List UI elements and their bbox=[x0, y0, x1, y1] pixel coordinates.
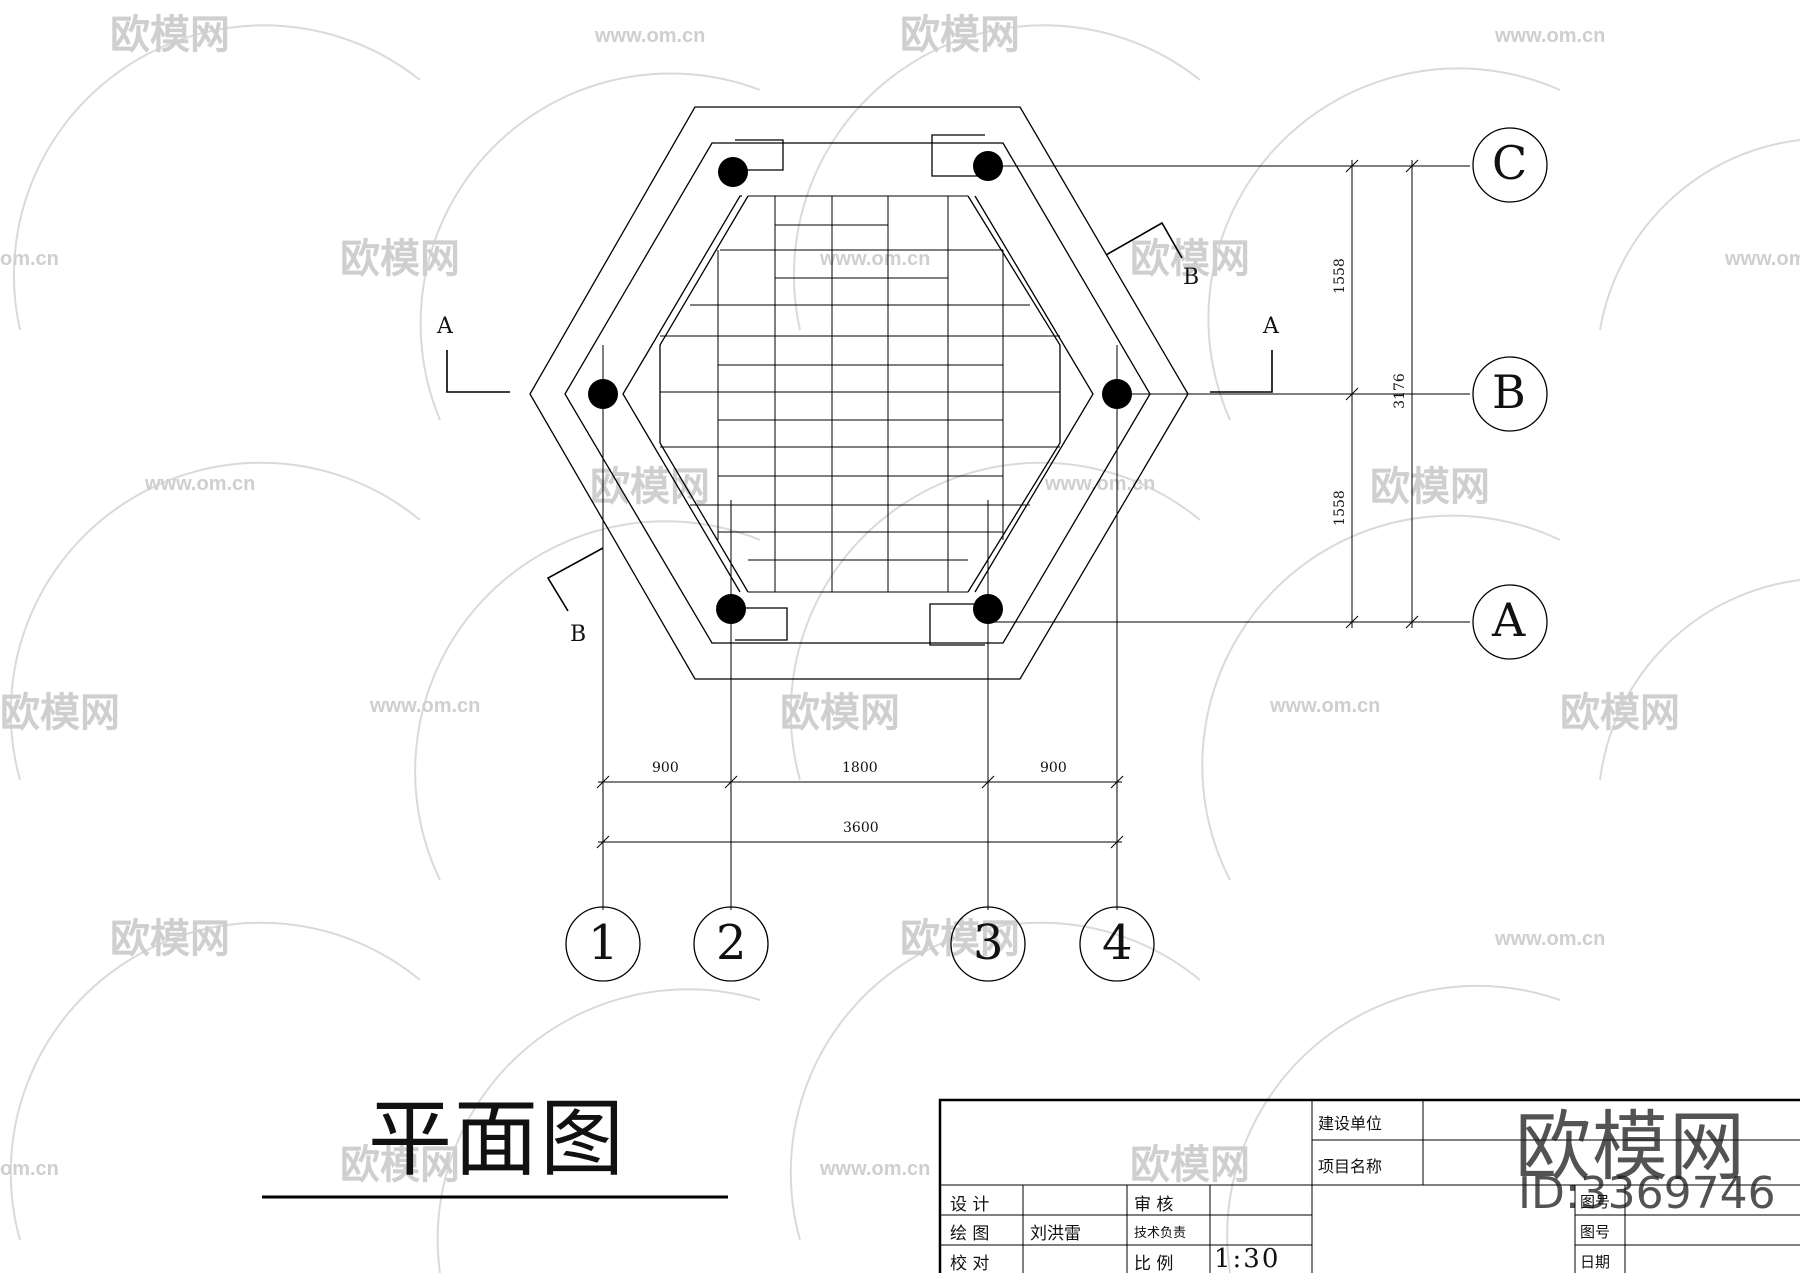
floor-edge-right bbox=[967, 195, 1061, 593]
brand-watermark: 欧模网 bbox=[1515, 1102, 1746, 1191]
axis-label-3: 3 bbox=[973, 915, 1004, 971]
watermark-site-text: www.om.cn bbox=[1044, 473, 1155, 495]
axis-label-A: A bbox=[1492, 593, 1526, 647]
section-letter-b-top: B bbox=[1183, 265, 1200, 290]
watermark-site-text: www.om.cn bbox=[369, 695, 480, 717]
axis-bubble-1 bbox=[565, 906, 641, 982]
model-id-label: ID:3369746 bbox=[1518, 1168, 1776, 1219]
watermark-brand-text: 欧模网 bbox=[1370, 465, 1490, 509]
tb-scale-label: 比 例 bbox=[1134, 1254, 1174, 1274]
column-post bbox=[718, 157, 748, 187]
section-letter-a-left: A bbox=[437, 314, 453, 339]
axis-bubble-B bbox=[1472, 356, 1548, 432]
watermark-site-text: www.om.cn bbox=[819, 248, 930, 270]
watermark-arcs bbox=[9, 24, 1800, 1274]
floor-boards bbox=[660, 195, 1060, 593]
axis-bubble-C bbox=[1472, 127, 1548, 203]
column-post bbox=[973, 594, 1003, 624]
axis-label-C: C bbox=[1492, 136, 1528, 190]
watermark-brand-text: 欧模网 bbox=[1130, 1143, 1250, 1187]
tb-draw-label: 绘 图 bbox=[950, 1224, 990, 1244]
section-letter-b-bottom: B bbox=[570, 622, 587, 647]
section-mark-b-bottom bbox=[546, 547, 604, 612]
watermark-brand-text: 欧模网 bbox=[110, 917, 230, 961]
watermark-brand-text: 欧模网 bbox=[1560, 691, 1680, 735]
axis-bubble-2 bbox=[693, 906, 769, 982]
axis-bubble-A bbox=[1472, 584, 1548, 660]
watermark-brand-text: 欧模网 bbox=[900, 13, 1020, 57]
dimension-bottom bbox=[596, 775, 1124, 849]
page-title: 平面图 bbox=[368, 1090, 627, 1188]
watermark-site-text: om.cn bbox=[0, 248, 59, 270]
section-mark-a-right bbox=[1210, 350, 1273, 393]
column-tab-bottom-right bbox=[929, 603, 985, 646]
watermark-brand-text: 欧模网 bbox=[110, 13, 230, 57]
watermark-brand-text: 欧模网 bbox=[780, 691, 900, 735]
column-post bbox=[1102, 379, 1132, 409]
title-block-frame bbox=[938, 1098, 1800, 1277]
tb-sheet-label-2: 图号 bbox=[1580, 1223, 1611, 1241]
section-mark-a-left bbox=[446, 350, 510, 393]
watermark-site-text: www.om.cn bbox=[1724, 248, 1800, 270]
floor-edge-left bbox=[659, 195, 749, 593]
tb-review-label: 审 核 bbox=[1134, 1195, 1174, 1215]
tb-tech-label: 技术负责 bbox=[1134, 1226, 1187, 1241]
watermark-site-text: www.om.cn bbox=[594, 25, 705, 47]
watermark-site-text: www.om.cn bbox=[1494, 928, 1605, 950]
tb-client-label: 建设单位 bbox=[1318, 1114, 1383, 1133]
dim-label-3600: 3600 bbox=[843, 820, 879, 836]
floor-plan bbox=[262, 106, 1800, 1277]
watermark-brand-text: 欧模网 bbox=[0, 691, 120, 735]
axis-label-B: B bbox=[1492, 365, 1526, 419]
watermark-site-text: www.om.cn bbox=[1494, 25, 1605, 47]
column-post bbox=[973, 151, 1003, 181]
tb-check-label: 校 对 bbox=[950, 1254, 990, 1274]
axis-bubble-4 bbox=[1079, 906, 1155, 982]
bench-rail-right bbox=[974, 195, 1094, 593]
tb-date-label: 日期 bbox=[1580, 1253, 1611, 1271]
watermark-brand-text: 欧模网 bbox=[1130, 237, 1250, 281]
watermark-site-text: www.om.cn bbox=[1269, 695, 1380, 717]
tb-sheet-label: 图号 bbox=[1580, 1193, 1611, 1211]
watermark-brand-text: 欧模网 bbox=[340, 237, 460, 281]
axis-label-1: 1 bbox=[588, 915, 619, 971]
hexagon-inner-outline bbox=[564, 142, 1151, 644]
axis-bubble-3 bbox=[950, 906, 1026, 982]
dim-label-900-left: 900 bbox=[652, 760, 679, 776]
watermark-text-layer: 欧模网欧模网欧模网欧模网欧模网欧模网欧模网欧模网欧模网欧模网欧模网欧模网欧模网w… bbox=[0, 13, 1800, 1187]
tb-design-label: 设 计 bbox=[950, 1195, 990, 1215]
watermark-site-text: www.om.cn bbox=[819, 1158, 930, 1180]
watermark-brand-text: 欧模网 bbox=[340, 1143, 460, 1187]
watermark-layer bbox=[9, 24, 1800, 1274]
section-letter-a-right: A bbox=[1263, 314, 1279, 339]
tb-project-label: 项目名称 bbox=[1318, 1157, 1383, 1176]
bench-rail-left bbox=[622, 195, 742, 593]
section-mark-b-top bbox=[1105, 221, 1183, 259]
dimension-right bbox=[1345, 159, 1419, 629]
column-posts bbox=[588, 151, 1132, 624]
column-post bbox=[716, 594, 746, 624]
axis-label-4: 4 bbox=[1102, 915, 1133, 971]
dim-label-3176: 3176 bbox=[1391, 373, 1408, 409]
watermark-site-text: om.cn bbox=[0, 1158, 59, 1180]
column-tab-top-right bbox=[931, 134, 985, 177]
dim-label-1558-top: 1558 bbox=[1331, 258, 1348, 294]
dim-label-1558-bottom: 1558 bbox=[1331, 490, 1348, 526]
tb-draw-value: 刘洪雷 bbox=[1030, 1224, 1081, 1244]
watermark-site-text: www.om.cn bbox=[144, 473, 255, 495]
column-post bbox=[588, 379, 618, 409]
dim-label-1800: 1800 bbox=[842, 760, 878, 776]
watermark-brand-text: 欧模网 bbox=[900, 917, 1020, 961]
axis-label-2: 2 bbox=[716, 915, 747, 971]
hexagon-outer-outline bbox=[529, 106, 1189, 680]
column-tab-top-left bbox=[735, 139, 784, 171]
tb-scale-value: 1:30 bbox=[1214, 1244, 1281, 1274]
column-tab-bottom-left bbox=[735, 607, 788, 641]
dim-label-900-right: 900 bbox=[1040, 760, 1067, 776]
watermark-brand-text: 欧模网 bbox=[590, 465, 710, 509]
